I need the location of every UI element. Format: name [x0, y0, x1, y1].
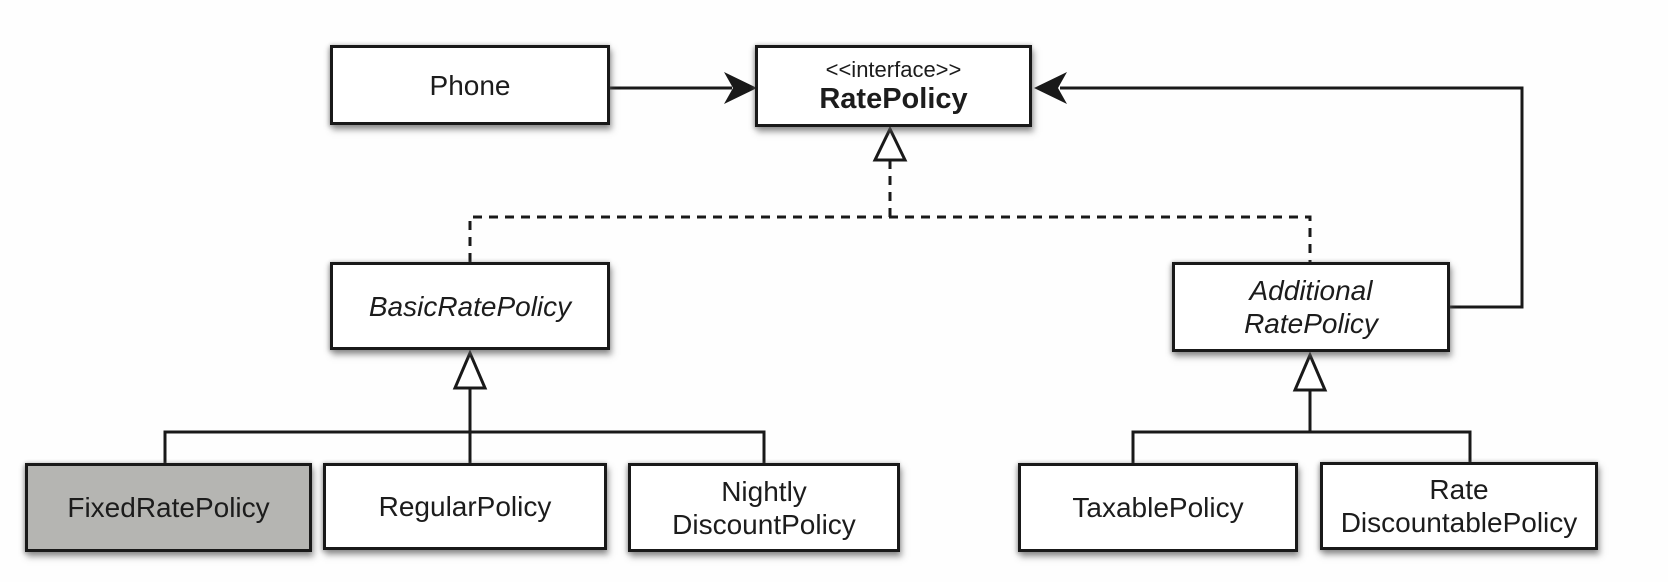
class-label-fixedratepolicy: FixedRatePolicy [67, 492, 270, 523]
class-box-regularpolicy: RegularPolicy [323, 463, 607, 550]
class-label-nightlydiscountpolicy-line1: Nightly [721, 475, 807, 507]
interface-box-ratepolicy: <<interface>> RatePolicy [755, 45, 1032, 127]
class-box-ratediscountablepolicy: Rate DiscountablePolicy [1320, 462, 1598, 550]
realization-dashed-elbow [468, 215, 1312, 262]
class-label-regularpolicy: RegularPolicy [378, 491, 552, 522]
class-label-ratediscountablepolicy-line2: DiscountablePolicy [1340, 507, 1578, 538]
class-label-taxablepolicy: TaxablePolicy [1072, 492, 1244, 523]
class-box-additionalratepolicy: Additional RatePolicy [1172, 262, 1450, 352]
class-box-taxablepolicy: TaxablePolicy [1018, 463, 1298, 552]
class-label-nightlydiscountpolicy-line2: DiscountPolicy [672, 508, 856, 540]
arrowhead-into-ratepolicy-right [1034, 72, 1067, 104]
hollow-triangle-ratepolicy [872, 125, 908, 162]
association-additional-ratepolicy [1060, 86, 1524, 309]
class-label-phone: Phone [429, 69, 511, 101]
class-box-phone: Phone [330, 45, 610, 125]
hollow-triangle-additional [1292, 351, 1328, 392]
generalization-branch-basic [163, 430, 766, 463]
interface-stereotype: <<interface>> [825, 56, 962, 82]
interface-label-ratepolicy: RatePolicy [819, 82, 968, 115]
class-box-basicratepolicy: BasicRatePolicy [330, 262, 610, 350]
class-box-nightlydiscountpolicy: Nightly DiscountPolicy [628, 463, 900, 552]
arrowhead-into-ratepolicy-left [724, 72, 757, 104]
class-label-additionalratepolicy-line1: Additional [1249, 275, 1373, 306]
class-label-basicratepolicy: BasicRatePolicy [368, 290, 572, 322]
class-label-ratediscountablepolicy-line1: Rate [1429, 474, 1489, 505]
class-label-additionalratepolicy-line2: RatePolicy [1244, 308, 1378, 339]
class-box-fixedratepolicy: FixedRatePolicy [25, 463, 312, 552]
hollow-triangle-basic [452, 349, 488, 390]
generalization-branch-additional [1131, 430, 1472, 463]
